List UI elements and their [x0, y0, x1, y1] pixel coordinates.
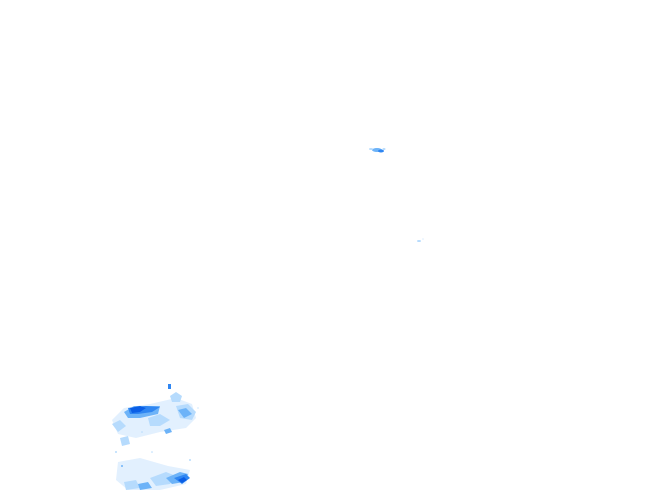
echo-area — [130, 406, 146, 413]
echo-area — [170, 392, 182, 402]
echo-area — [124, 480, 140, 490]
echo-cluster-center — [417, 238, 424, 242]
echo-speck — [121, 465, 123, 467]
echo-area — [120, 436, 130, 446]
echo-patch — [378, 149, 384, 153]
echo-cluster-southwest — [112, 384, 199, 490]
echo-area — [178, 477, 187, 483]
echo-area — [178, 408, 192, 418]
echo-area — [150, 472, 176, 486]
echo-speck — [151, 451, 153, 453]
echo-area — [138, 482, 152, 490]
echo-speck — [115, 451, 117, 453]
echo-area — [112, 420, 126, 432]
echo-patch — [369, 148, 373, 150]
echo-speck — [141, 431, 143, 433]
echo-area — [148, 414, 170, 426]
echo-patch — [422, 238, 424, 240]
echo-patch — [417, 240, 421, 242]
echo-speck — [197, 407, 199, 409]
echo-speck — [189, 459, 191, 461]
echo-patch — [382, 148, 386, 150]
echo-area — [164, 428, 172, 434]
echo-cluster-north — [369, 148, 386, 153]
echo-area — [168, 384, 171, 389]
